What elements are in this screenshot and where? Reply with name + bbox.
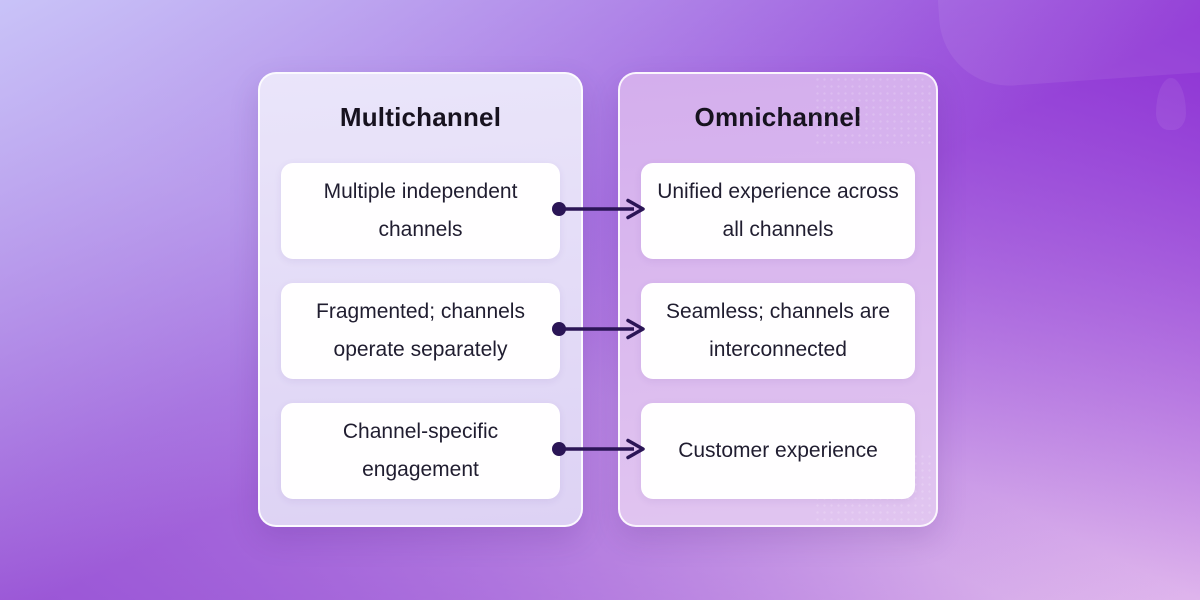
arrow-head <box>626 198 645 220</box>
card-omnichannel-row-3: Customer experience <box>641 403 915 499</box>
panel-omnichannel: Omnichannel Unified experience across al… <box>618 72 938 527</box>
omnichannel-card-list: Unified experience across all channels S… <box>641 163 915 499</box>
card-omnichannel-row-1: Unified experience across all channels <box>641 163 915 259</box>
connector-arrow-row-1 <box>552 198 645 220</box>
card-multichannel-row-2: Fragmented; channels operate separately <box>281 283 560 379</box>
card-omnichannel-row-2: Seamless; channels are interconnected <box>641 283 915 379</box>
arrow-head <box>626 438 645 460</box>
card-multichannel-row-3: Channel-specific engagement <box>281 403 560 499</box>
background-droplet-shape <box>1156 78 1186 130</box>
connector-arrow-row-3 <box>552 438 645 460</box>
multichannel-card-list: Multiple independent channels Fragmented… <box>281 163 560 499</box>
background-light-blob <box>936 0 1200 91</box>
card-multichannel-row-1: Multiple independent channels <box>281 163 560 259</box>
panel-title-omnichannel: Omnichannel <box>694 102 862 132</box>
connector-arrow-row-2 <box>552 318 645 340</box>
arrow-head <box>626 318 645 340</box>
panel-title-multichannel: Multichannel <box>339 102 502 132</box>
panel-multichannel: Multichannel Multiple independent channe… <box>258 72 583 527</box>
